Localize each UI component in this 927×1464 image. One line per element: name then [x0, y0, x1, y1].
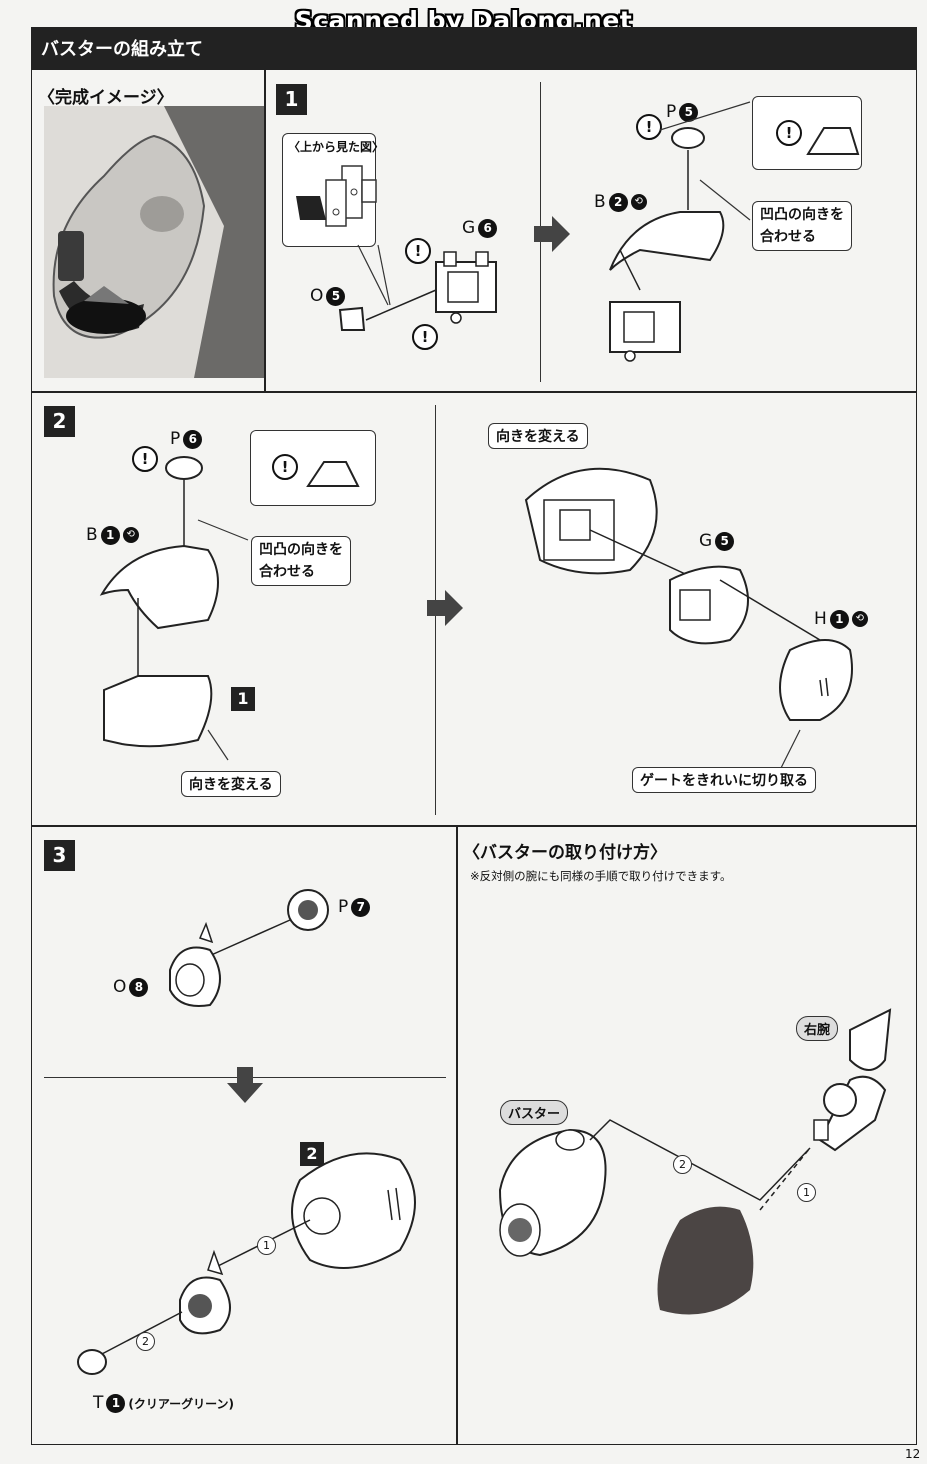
down-arrow [227, 1067, 263, 1103]
top-view-diagram [296, 165, 377, 227]
buster-label: バスター [500, 1100, 569, 1125]
order-number: 1 [797, 1183, 816, 1202]
gate-cut-icon: ⟲ [630, 194, 647, 210]
turn-note: 向きを変える [488, 423, 588, 449]
attach-title: 〈バスターの取り付け方〉 [463, 843, 667, 863]
gate-note: ゲートをきれいに切り取る [632, 767, 816, 793]
attach-illustration [498, 1008, 892, 1315]
turn-note: 向きを変える [181, 771, 281, 797]
step-arrow [427, 590, 463, 626]
order-number: 2 [136, 1332, 155, 1351]
step3-bottom-assembly [77, 1152, 416, 1375]
page-title: バスターの組み立て [41, 39, 203, 60]
callout-leader [357, 244, 391, 306]
sub-step-reference: 2 [300, 1142, 324, 1166]
order-number: 2 [673, 1155, 692, 1174]
step-number: 3 [44, 840, 75, 871]
step3-top-assembly [169, 889, 329, 1007]
step-number: 2 [44, 406, 75, 437]
row-divider [31, 391, 917, 393]
step-arrow [534, 216, 570, 252]
warning-icon: ! [272, 454, 298, 480]
step2-right-assembly [524, 467, 853, 771]
align-note: 凹凸の向きを 合わせる [752, 201, 852, 251]
row-divider [31, 825, 917, 827]
arm-label: 右腕 [796, 1016, 839, 1041]
attach-note: ※反対側の腕にも同様の手順で取り付けできます。 [470, 869, 732, 883]
step1-part-assembly [338, 251, 497, 331]
warning-icon: ! [412, 324, 438, 350]
sub-step-reference: 1 [231, 687, 255, 711]
column-divider [264, 69, 266, 392]
complete-image-illustration [44, 106, 264, 378]
warning-icon: ! [776, 120, 802, 146]
warning-icon: ! [132, 446, 158, 472]
detail-box [250, 430, 376, 506]
section-header: バスターの組み立て [31, 27, 917, 69]
step2-left-assembly [99, 456, 249, 761]
step1-b-assembly [609, 101, 751, 362]
gate-cut-icon: ⟲ [851, 611, 868, 627]
gate-cut-icon: ⟲ [122, 527, 139, 543]
top-view-label: 〈上から見た図〉 [288, 140, 385, 154]
order-number: 1 [257, 1236, 276, 1255]
column-divider [456, 826, 458, 1445]
complete-image-title: 〈完成イメージ〉 [38, 88, 174, 108]
warning-icon: ! [405, 238, 431, 264]
instructions-frame [31, 69, 917, 1445]
step2-detail-part [306, 461, 360, 487]
align-note: 凹凸の向きを 合わせる [251, 536, 351, 586]
step-number: 1 [276, 84, 307, 115]
page-number: 12 [905, 1447, 921, 1461]
warning-icon: ! [636, 114, 662, 140]
step1-detail-part [806, 127, 860, 155]
